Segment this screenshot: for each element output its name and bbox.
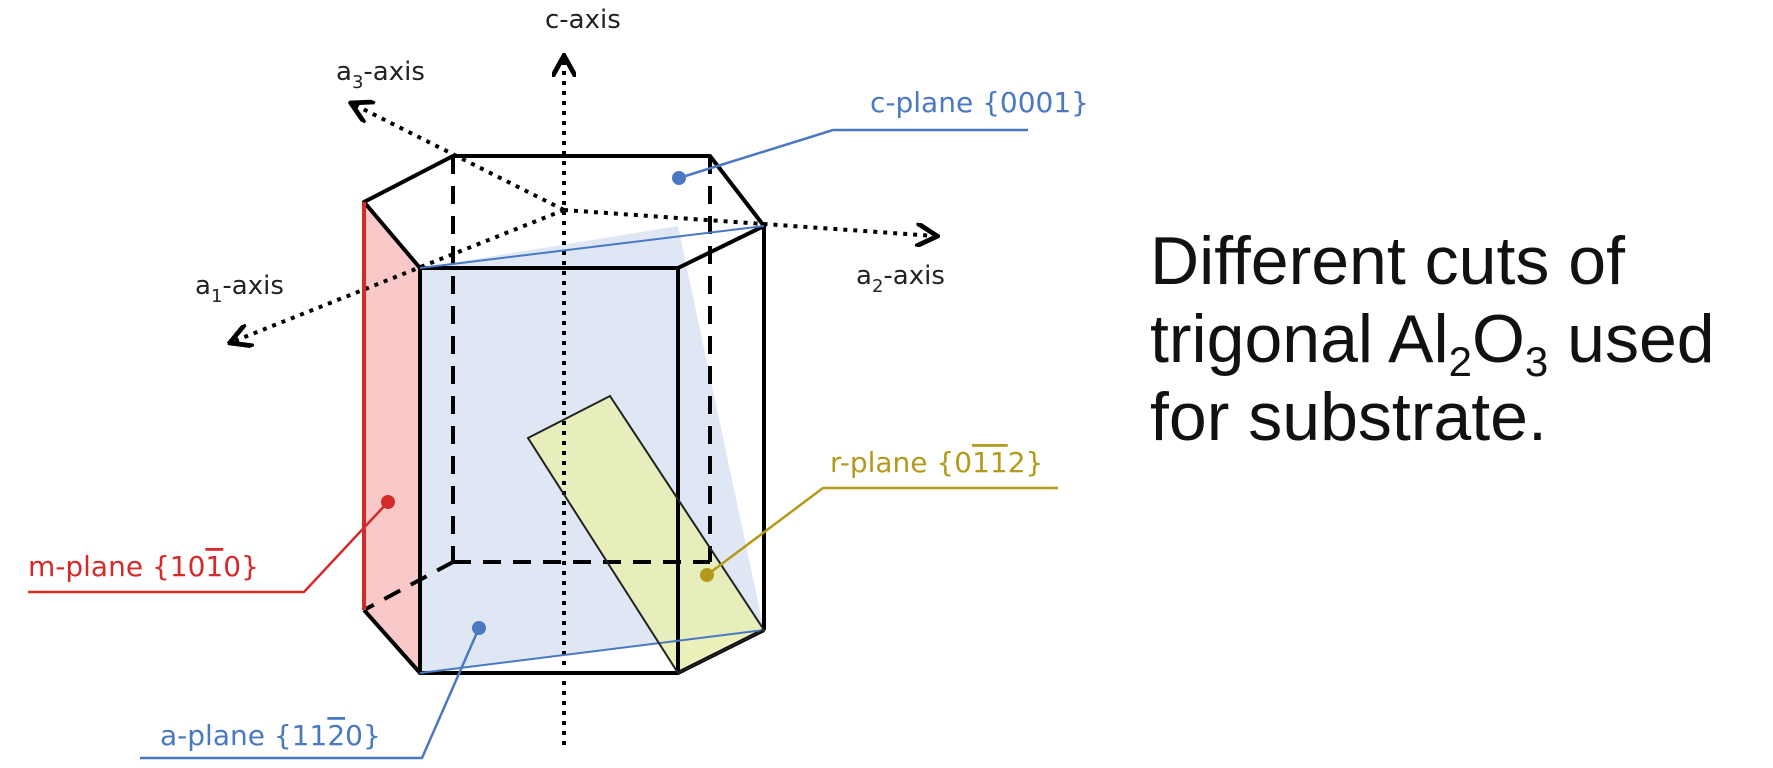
a-plane-edge-top [419, 225, 765, 269]
crystal-diagram: c-axis a3-axis a1-axis a2-axis c-plane {… [28, 5, 1089, 760]
caption-text: Different cuts of trigonal Al2O3 used fo… [1150, 222, 1770, 456]
caption-line-3: for substrate. [1150, 379, 1547, 455]
c-plane-leader [672, 128, 1028, 185]
r-plane-face [528, 396, 764, 673]
r-plane-leader [700, 486, 1058, 582]
r-plane-label: r-plane {0112} [830, 446, 1043, 479]
c-plane-label: c-plane {0001} [870, 86, 1089, 119]
a-plane-leader [140, 621, 486, 760]
a2-axis-label: a2-axis [856, 261, 945, 297]
c-axis-label: c-axis [545, 5, 621, 35]
m-plane-leader [28, 495, 395, 594]
a2-axis-line [563, 208, 935, 236]
m-plane-face [364, 202, 420, 673]
hidden-edges [363, 156, 712, 612]
caption-line-2: trigonal Al2O3 used [1150, 301, 1715, 385]
a3-axis-label: a3-axis [336, 57, 425, 93]
a-plane-edge-bottom [419, 629, 765, 674]
a1-axis-label: a1-axis [195, 271, 284, 307]
caption-line-1: Different cuts of [1150, 223, 1625, 299]
crystal-axes [232, 58, 935, 745]
m-plane-label: m-plane {1010} [28, 550, 259, 583]
r-plane-outline [526, 394, 766, 675]
a-plane-label: a-plane {1120} [160, 719, 381, 752]
